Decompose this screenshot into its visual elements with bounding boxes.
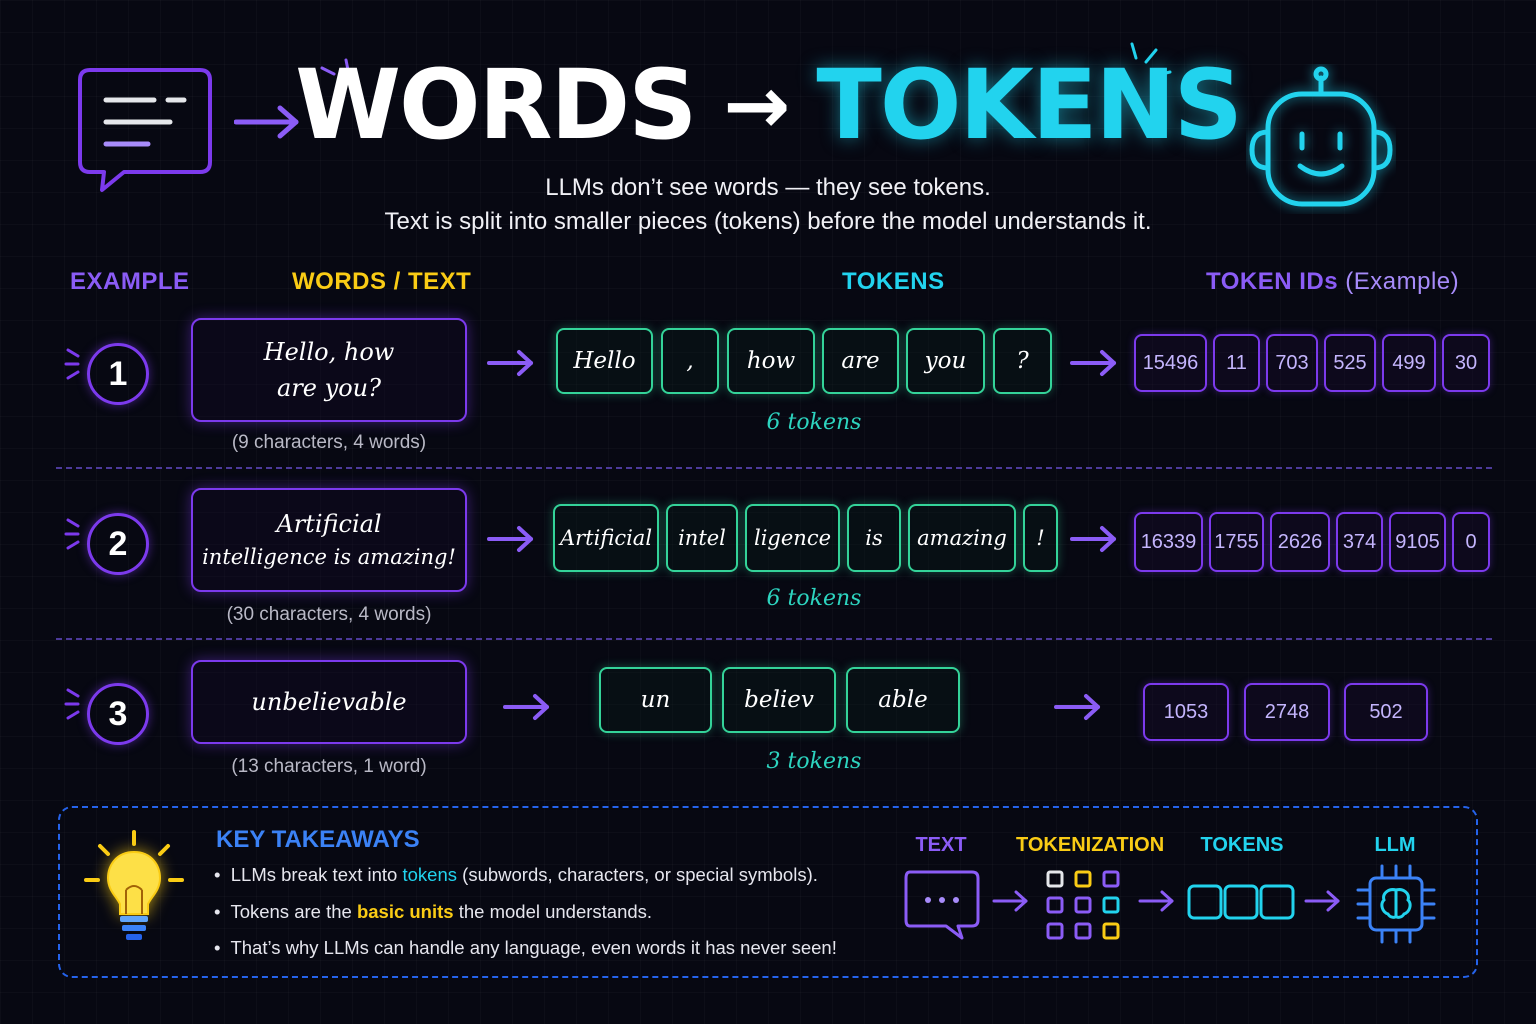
- token-id: 525: [1324, 334, 1376, 392]
- lightbulb-icon: [84, 830, 184, 940]
- key-takeaways-panel: [58, 806, 1478, 978]
- token-chip: ligence: [745, 504, 840, 572]
- title-tokens: TOKENS: [816, 49, 1243, 161]
- takeaway-item: • That’s why LLMs can handle any languag…: [214, 937, 837, 958]
- example-text-box: unbelievable: [191, 660, 467, 744]
- column-header-example: EXAMPLE: [70, 268, 190, 295]
- arrow-right-icon: [503, 694, 549, 720]
- subtitle-line-1: LLMs don’t see words — they see tokens.: [545, 174, 991, 201]
- token-chip: ?: [993, 328, 1052, 394]
- column-header-token-ids-main: TOKEN IDs: [1206, 268, 1339, 295]
- arrow-right-icon: [1070, 526, 1116, 552]
- flow-label-tokenization: TOKENIZATION: [1016, 834, 1165, 856]
- key-takeaways-title: KEY TAKEAWAYS: [216, 826, 420, 853]
- takeaway-text: Tokens are the: [230, 901, 357, 922]
- token-id: 11: [1213, 334, 1260, 392]
- token-chip: Hello: [556, 328, 653, 394]
- example-number: 3: [87, 683, 149, 745]
- takeaway-text: (subwords, characters, or special symbol…: [457, 864, 818, 885]
- token-id: 1755: [1209, 512, 1264, 572]
- arrow-right-icon: [487, 350, 533, 376]
- token-id: 30: [1442, 334, 1490, 392]
- column-header-words: WORDS / TEXT: [292, 268, 472, 295]
- arrow-right-icon: [1304, 890, 1340, 912]
- token-id: 703: [1266, 334, 1318, 392]
- takeaway-item: • Tokens are the basic units the model u…: [214, 901, 653, 922]
- token-chip: you: [906, 328, 985, 394]
- token-id: 502: [1344, 683, 1428, 741]
- token-id: 9105: [1389, 512, 1446, 572]
- title-arrow: →: [723, 58, 790, 152]
- example-text-line: Hello, how: [263, 338, 395, 366]
- token-id: 15496: [1134, 334, 1207, 392]
- takeaway-highlight: basic units: [356, 901, 454, 922]
- token-chip: Artificial: [553, 504, 659, 572]
- arrow-right-icon: [234, 105, 299, 139]
- example-text-line: intelligence is amazing!: [202, 545, 456, 570]
- example-number: 2: [87, 513, 149, 575]
- chat-bubble-icon: [78, 68, 212, 192]
- tick-marks-icon: [64, 518, 80, 550]
- example-text-box: Artificial intelligence is amazing!: [191, 488, 467, 592]
- column-header-token-ids-sub: (Example): [1345, 268, 1460, 295]
- sparkle-icon: [320, 58, 350, 76]
- example-char-count: (30 characters, 4 words): [226, 604, 432, 625]
- sparkle-icon: [1130, 42, 1172, 78]
- takeaway-text: That’s why LLMs can handle any language,…: [230, 937, 837, 958]
- token-chip: able: [846, 667, 960, 733]
- token-chip: un: [599, 667, 712, 733]
- flow-label-text: TEXT: [915, 834, 967, 856]
- example-char-count: (13 characters, 1 word): [231, 756, 427, 777]
- arrow-right-icon: [1070, 350, 1116, 376]
- token-chip: believ: [722, 667, 836, 733]
- row-divider: [56, 467, 1492, 469]
- token-id: 1053: [1143, 683, 1229, 741]
- takeaway-text: LLMs break text into: [230, 864, 403, 885]
- token-chip: are: [822, 328, 899, 394]
- token-chip: is: [847, 504, 901, 572]
- token-chip: !: [1023, 504, 1058, 572]
- arrow-right-icon: [992, 890, 1028, 912]
- example-text-box: Hello, how are you?: [191, 318, 467, 422]
- token-count: 6 tokens: [766, 410, 862, 435]
- token-count: 3 tokens: [766, 749, 862, 774]
- flow-label-tokens: TOKENS: [1200, 834, 1284, 856]
- token-id: 374: [1336, 512, 1383, 572]
- page-title: WORDS → TOKENS: [0, 49, 1536, 161]
- column-header-tokens: TOKENS: [842, 268, 945, 295]
- token-grid-icon: [1046, 870, 1120, 940]
- tick-marks-icon: [64, 348, 80, 380]
- example-text-line: are you?: [277, 374, 381, 402]
- robot-icon: [1249, 66, 1393, 207]
- arrow-right-icon: [487, 526, 533, 552]
- arrow-right-icon: [1054, 694, 1100, 720]
- token-chip: ,: [661, 328, 719, 394]
- token-chip: how: [727, 328, 815, 394]
- flow-label-llm: LLM: [1374, 834, 1416, 856]
- arrow-right-icon: [1138, 890, 1174, 912]
- chat-dots-icon: [904, 870, 980, 940]
- token-blocks-icon: [1187, 884, 1295, 920]
- column-header-token-ids: TOKEN IDs (Example): [1206, 268, 1459, 296]
- token-id: 2626: [1270, 512, 1330, 572]
- title-words: WORDS: [295, 49, 697, 161]
- example-char-count: (9 characters, 4 words): [231, 432, 427, 453]
- token-id: 0: [1452, 512, 1490, 572]
- tick-marks-icon: [64, 688, 80, 720]
- token-id: 16339: [1134, 512, 1203, 572]
- example-text-line: Artificial: [276, 510, 382, 539]
- chip-brain-icon: [1356, 864, 1436, 944]
- takeaway-text: the model understands.: [453, 901, 653, 922]
- token-id: 2748: [1244, 683, 1330, 741]
- example-text-line: unbelievable: [251, 688, 407, 716]
- takeaway-highlight: tokens: [402, 864, 458, 885]
- row-divider: [56, 638, 1492, 640]
- example-number: 1: [87, 343, 149, 405]
- subtitle-line-2: Text is split into smaller pieces (token…: [384, 208, 1152, 235]
- token-count: 6 tokens: [766, 586, 862, 611]
- token-id: 499: [1382, 334, 1436, 392]
- token-chip: intel: [666, 504, 738, 572]
- takeaway-item: • LLMs break text into tokens (subwords,…: [214, 864, 818, 885]
- token-chip: amazing: [908, 504, 1016, 572]
